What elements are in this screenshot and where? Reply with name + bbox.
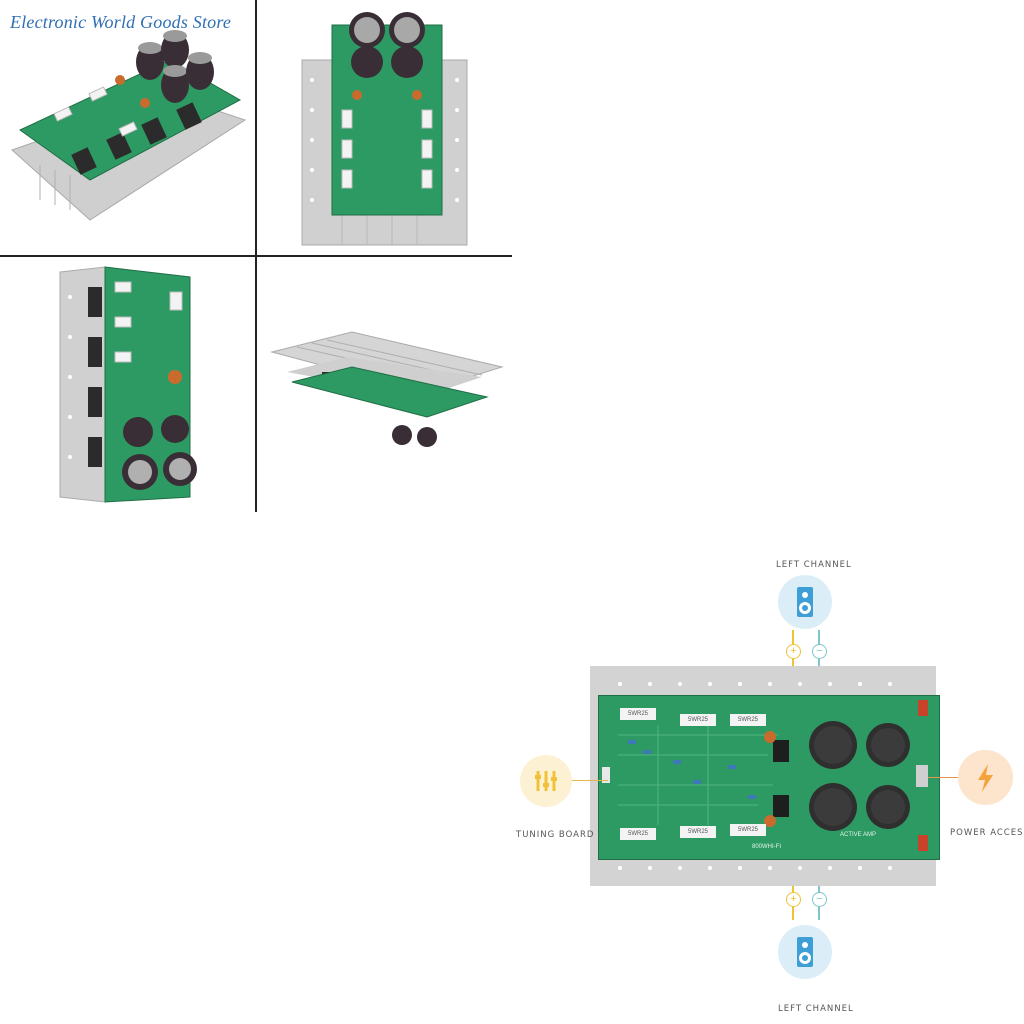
minus-sign-icon: − bbox=[812, 644, 827, 659]
resistor-label: 5WR25 bbox=[680, 714, 716, 726]
plus-sign-icon: + bbox=[786, 892, 801, 907]
product-photo-angled bbox=[0, 0, 255, 255]
tuning-sliders-icon bbox=[520, 755, 572, 807]
product-photo-heatsink bbox=[257, 257, 512, 512]
pcb-components bbox=[602, 700, 928, 851]
board-model-label: 800WHI-FI bbox=[752, 844, 782, 850]
power-access-label: POWER ACCESS bbox=[950, 828, 1024, 838]
resistor-label: 5WR25 bbox=[730, 824, 766, 836]
board-brand-label: ACTIVE AMP bbox=[840, 832, 877, 838]
grid-divider-horizontal bbox=[0, 255, 512, 257]
resistor-label: 5WR25 bbox=[680, 826, 716, 838]
tuning-board-label: TUNING BOARD bbox=[516, 830, 595, 840]
minus-sign-icon: − bbox=[812, 892, 827, 907]
plus-sign-icon: + bbox=[786, 644, 801, 659]
product-photo-side bbox=[0, 257, 255, 512]
left-channel-bottom-label: LEFT CHANNEL bbox=[778, 1004, 854, 1014]
resistor-label: 5WR25 bbox=[620, 828, 656, 840]
heatsink-holes bbox=[618, 682, 892, 870]
left-channel-top-label: LEFT CHANNEL bbox=[776, 560, 852, 570]
tuning-connector-line bbox=[572, 780, 608, 781]
store-name: Electronic World Goods Store bbox=[10, 12, 232, 32]
speaker-icon bbox=[778, 925, 832, 979]
lightning-bolt-icon bbox=[958, 750, 1013, 805]
speaker-icon bbox=[778, 575, 832, 629]
power-connector-line bbox=[928, 777, 958, 778]
wiring-diagram: LEFT CHANNEL + − bbox=[512, 540, 1024, 1024]
product-photo-top bbox=[257, 0, 512, 255]
resistor-label: 5WR25 bbox=[620, 708, 656, 720]
resistor-label: 5WR25 bbox=[730, 714, 766, 726]
